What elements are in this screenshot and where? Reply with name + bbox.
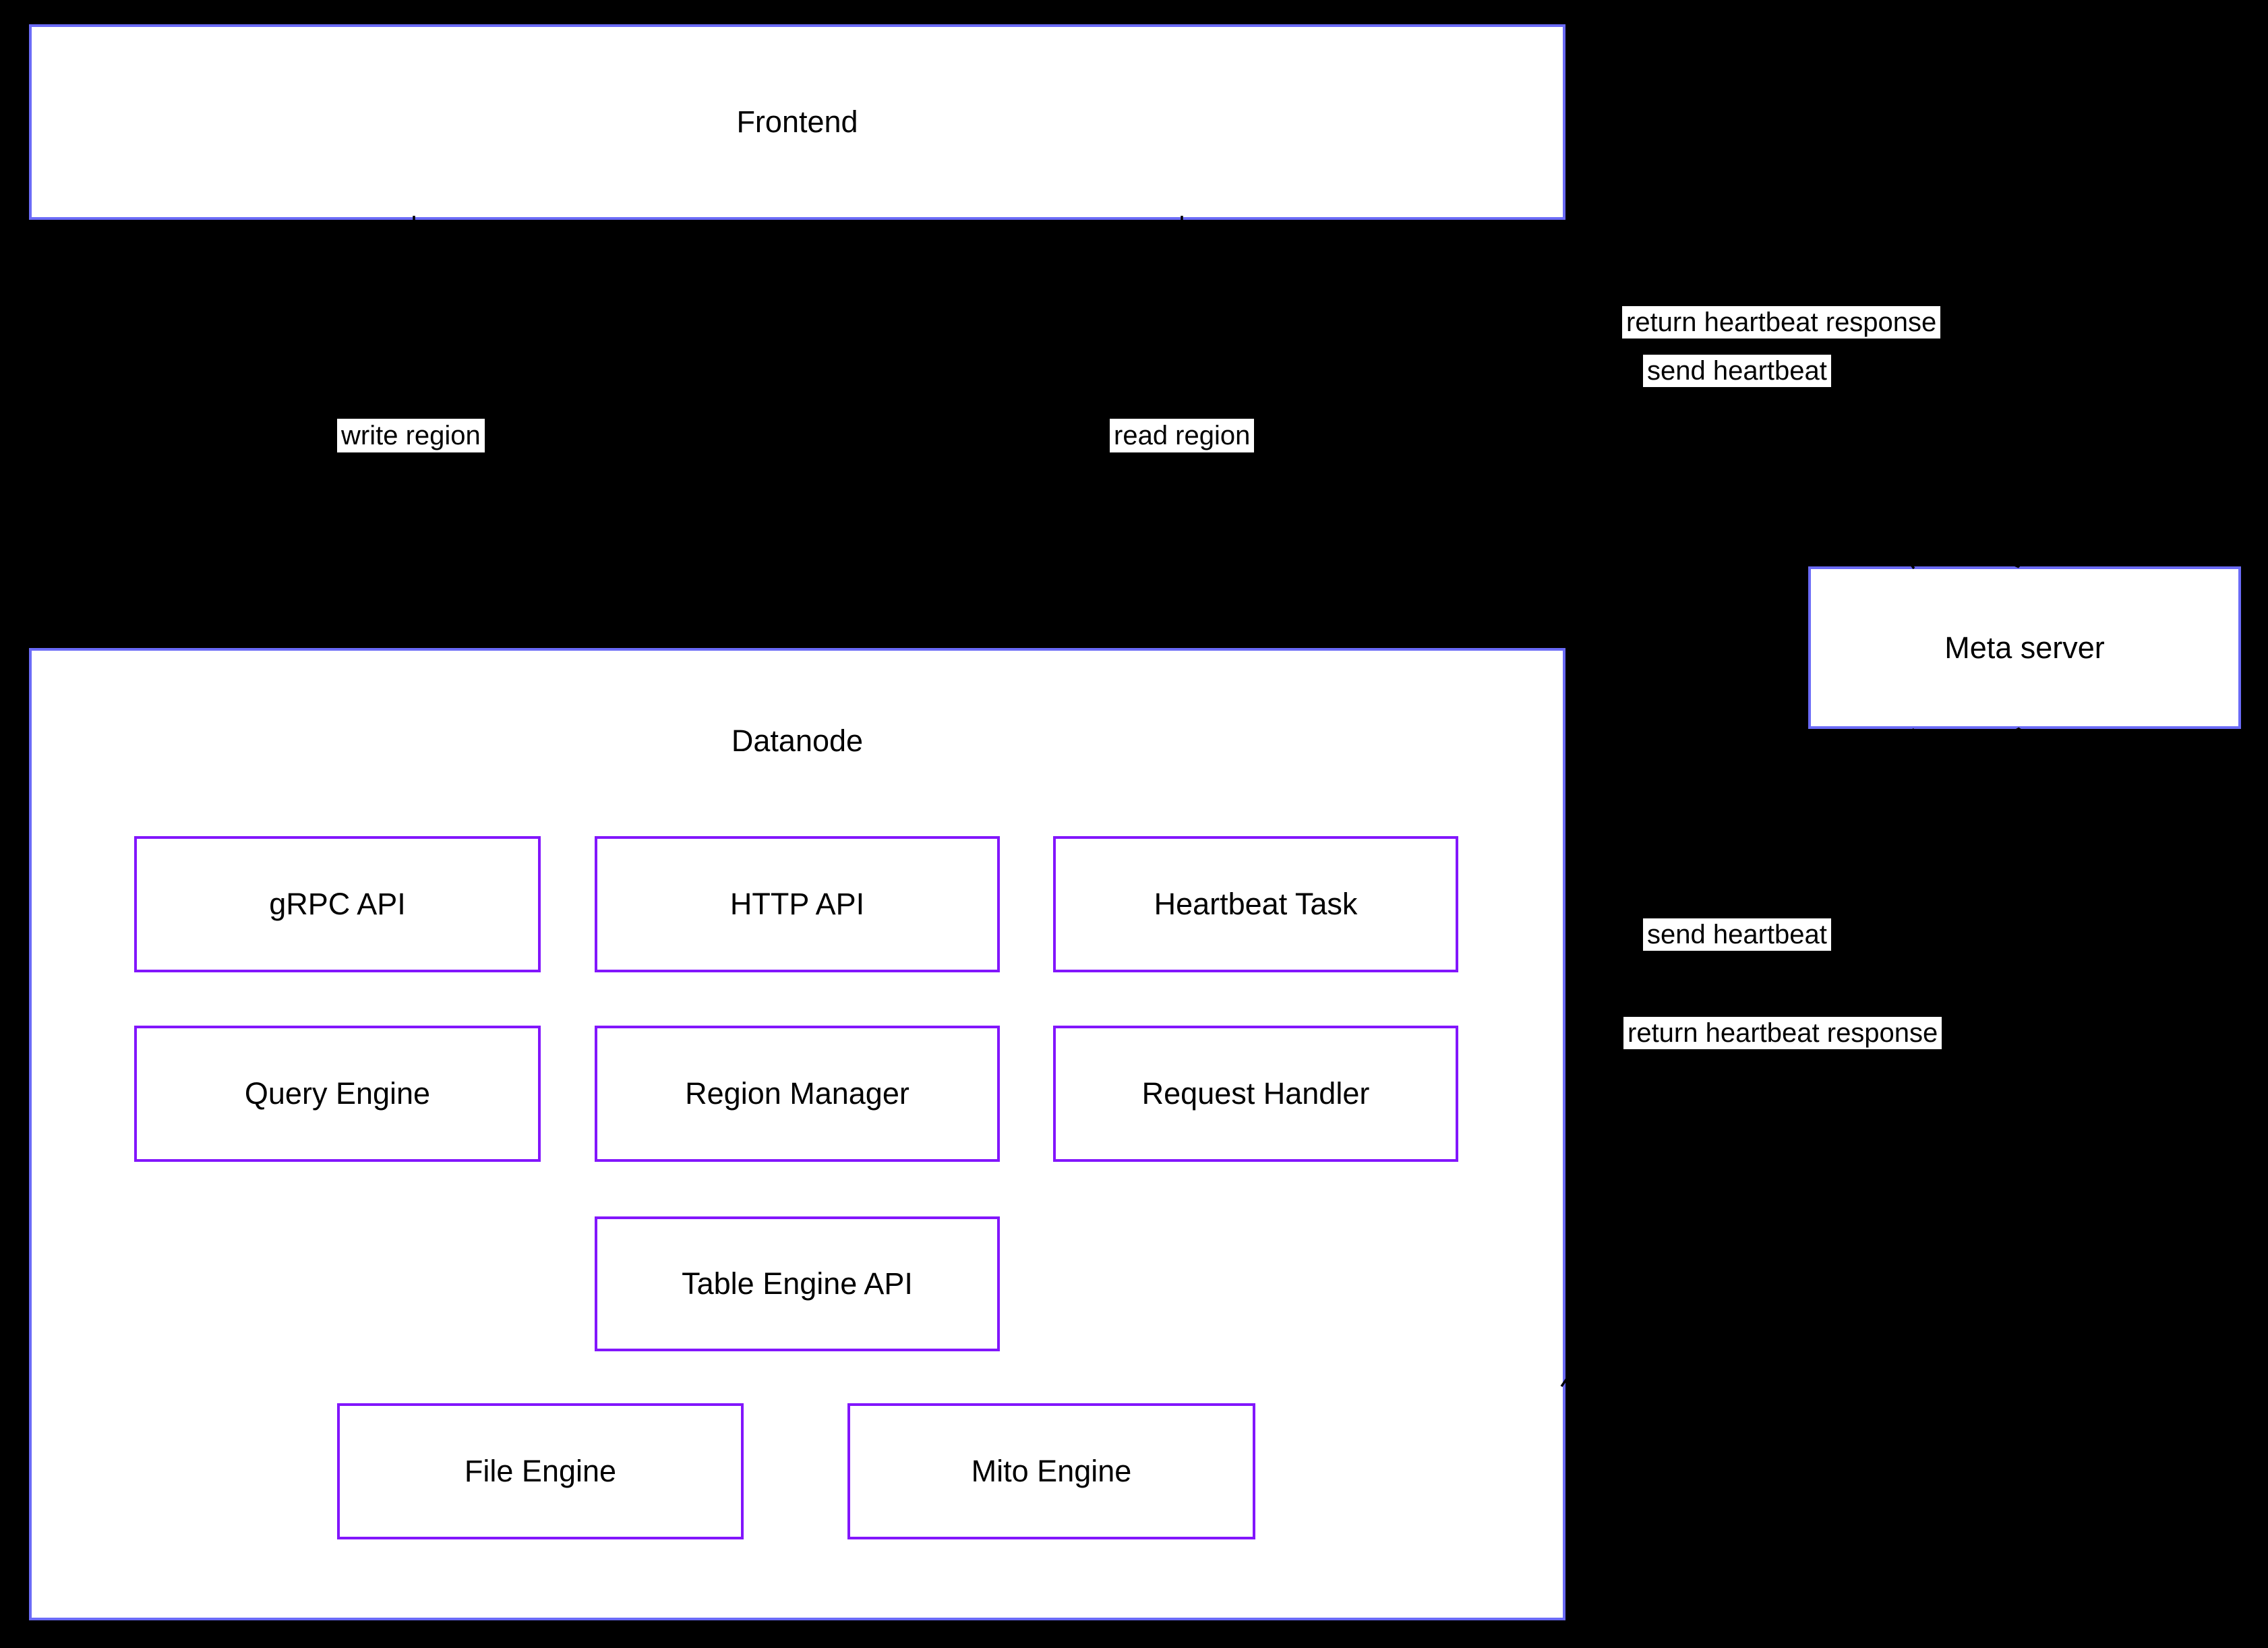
file-engine-label: File Engine [464, 1454, 617, 1488]
region-manager-label: Region Manager [685, 1076, 909, 1111]
grpc-api-label: gRPC API [269, 887, 406, 921]
node-region-manager: Region Manager [595, 1026, 1000, 1162]
query-engine-label: Query Engine [244, 1076, 431, 1111]
mito-engine-label: Mito Engine [971, 1454, 1132, 1488]
meta-server-label: Meta server [1944, 630, 2105, 665]
node-http-api: HTTP API [595, 836, 1000, 972]
edge-label-write-region: write region [337, 419, 485, 452]
node-meta-server: Meta server [1808, 566, 2241, 729]
node-request-handler: Request Handler [1053, 1026, 1458, 1162]
edge-label-return-heartbeat-datanode: return heartbeat response [1623, 1017, 1942, 1049]
request-handler-label: Request Handler [1141, 1076, 1370, 1111]
node-file-engine: File Engine [337, 1403, 744, 1539]
node-table-engine-api: Table Engine API [595, 1216, 1000, 1351]
edge-send-heartbeat-frontend [1725, 216, 2019, 565]
node-mito-engine: Mito Engine [847, 1403, 1255, 1539]
http-api-label: HTTP API [729, 887, 865, 921]
edge-label-read-region: read region [1110, 419, 1255, 452]
edge-label-send-heartbeat-datanode: send heartbeat [1643, 918, 1831, 951]
edge-label-return-heartbeat-frontend: return heartbeat response [1622, 306, 1941, 339]
edge-return-heartbeat-frontend [1644, 225, 1915, 570]
table-engine-api-label: Table Engine API [682, 1266, 913, 1301]
heartbeat-task-label: Heartbeat Task [1154, 887, 1358, 921]
node-grpc-api: gRPC API [134, 836, 541, 972]
node-frontend: Frontend [29, 24, 1565, 220]
edge-label-send-heartbeat-frontend: send heartbeat [1643, 355, 1831, 387]
node-query-engine: Query Engine [134, 1026, 541, 1162]
frontend-label: Frontend [736, 105, 858, 139]
node-heartbeat-task: Heartbeat Task [1053, 836, 1458, 972]
datanode-label: Datanode [731, 724, 864, 758]
edge-send-heartbeat-datanode [1560, 730, 2019, 1388]
